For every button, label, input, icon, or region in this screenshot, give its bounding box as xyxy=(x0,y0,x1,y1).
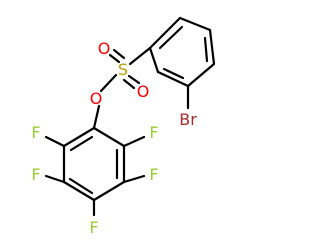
ring-double-bond xyxy=(68,177,94,195)
ring-bond xyxy=(178,16,212,32)
s-o-bottom-double-bond xyxy=(122,78,136,90)
fluorine-label: F xyxy=(149,123,158,142)
fluorine-label: F xyxy=(89,218,98,237)
s-aryl-bond xyxy=(128,46,152,66)
ring-bond xyxy=(186,62,216,88)
atom-labels: S O O O Br F F F F F xyxy=(31,39,197,237)
oxygen-ester-label: O xyxy=(90,89,103,108)
ring-f-bond xyxy=(122,174,146,184)
ring-f-bond xyxy=(122,135,146,148)
ring-double-bond xyxy=(69,135,94,152)
oxygen-bottom-label: O xyxy=(137,82,150,101)
ring-bond xyxy=(92,126,126,148)
ring-bond xyxy=(62,180,96,202)
ring-bond xyxy=(92,180,126,202)
ring-double-bond xyxy=(203,36,209,63)
oxygen-top-label: O xyxy=(98,39,111,58)
ring-f-bond xyxy=(44,174,66,184)
ring-f-bond xyxy=(44,135,66,148)
sulfonyl-bonds xyxy=(99,46,190,110)
pentafluorophenyl-ring xyxy=(44,104,146,217)
s-o-ester-bond xyxy=(99,73,118,93)
s-o-top-double-bond xyxy=(108,53,121,64)
s-o-top-double-bond xyxy=(112,48,126,60)
ring-bond xyxy=(156,70,190,88)
ring-bond xyxy=(62,126,96,148)
ring-bond xyxy=(208,28,216,66)
fluorine-label: F xyxy=(31,165,40,184)
fluorine-label: F xyxy=(31,123,40,142)
ring-bond xyxy=(148,16,182,50)
ring-bond xyxy=(148,46,160,74)
ring-double-bond xyxy=(158,25,184,50)
s-o-bottom-double-bond xyxy=(127,74,141,85)
molecule-structure: S O O O Br F F F F F xyxy=(31,16,216,237)
bromine-label: Br xyxy=(179,110,197,129)
bromophenyl-ring xyxy=(148,16,216,88)
o-ring-bond xyxy=(92,104,101,130)
sulfur-label: S xyxy=(118,60,128,79)
fluorine-label: F xyxy=(149,165,158,184)
ring-double-bond xyxy=(162,67,185,80)
